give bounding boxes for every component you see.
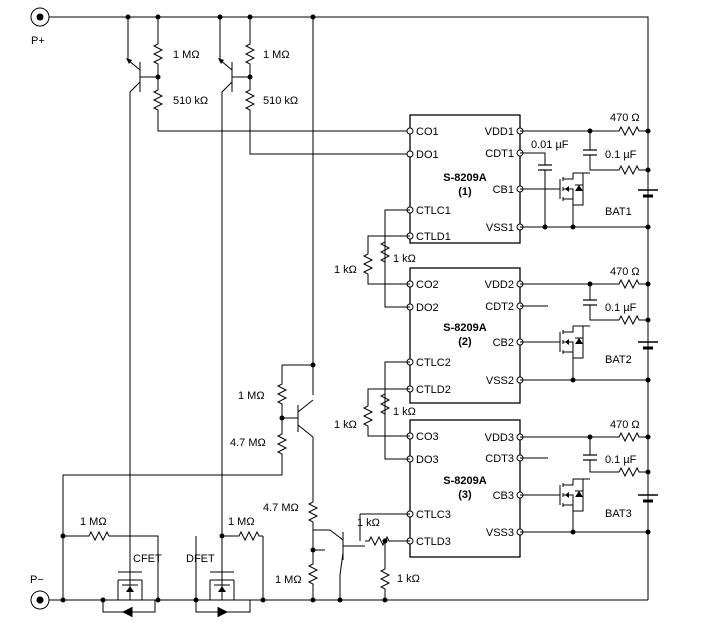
pin-ctld3: CTLD3 <box>416 536 451 548</box>
pnp-transistor-2 <box>218 17 250 600</box>
cap-0-1-2-label: 0.1 µF <box>605 302 637 314</box>
pin-cb2: CB2 <box>493 337 514 349</box>
pnp-transistor-1 <box>126 17 158 600</box>
chip2-index: (2) <box>458 336 472 348</box>
pin-do1: DO1 <box>416 149 439 161</box>
r1m-mid-label: 1 MΩ <box>238 390 265 402</box>
r1k-b-label: 1 kΩ <box>393 253 416 265</box>
pin-vss1: VSS1 <box>486 222 514 234</box>
pin-ctld2: CTLD2 <box>416 384 451 396</box>
r3-label: 1 MΩ <box>263 49 290 61</box>
pin-ctlc1: CTLC1 <box>416 205 451 217</box>
r2-label: 510 kΩ <box>173 95 208 107</box>
chip1-index: (1) <box>458 186 472 198</box>
balance-fet-3 <box>554 478 584 512</box>
pin-vss2: VSS2 <box>486 375 514 387</box>
r1k-f-label: 1 kΩ <box>397 573 420 585</box>
pin-vdd1: VDD1 <box>485 126 514 138</box>
pin-vss3: VSS3 <box>486 527 514 539</box>
ic-chip-3: S-8209A (3) CO3 DO3 CTLC3 CTLD3 VDD3 CDT… <box>406 419 524 558</box>
balance-fet-1 <box>554 172 584 206</box>
pin-ctlc3: CTLC3 <box>416 509 451 521</box>
cfet-label: CFET <box>133 553 162 565</box>
r1k-a-label: 1 kΩ <box>334 264 357 276</box>
pin-vdd2: VDD2 <box>485 279 514 291</box>
dfet-label: DFET <box>186 553 215 565</box>
pin-cb3: CB3 <box>493 490 514 502</box>
r470-1-label: 470 Ω <box>610 112 640 124</box>
r1-label: 1 MΩ <box>173 49 200 61</box>
pin-co3: CO3 <box>416 431 439 443</box>
chip3-index: (3) <box>458 489 472 501</box>
r4-7m-low-label: 4.7 MΩ <box>263 502 299 514</box>
r470-3-label: 470 Ω <box>610 419 640 431</box>
chip2-name: S-8209A <box>443 322 486 334</box>
r1k-e-label: 1 kΩ <box>357 517 380 529</box>
r1m-low-label: 1 MΩ <box>275 574 302 586</box>
balance-fet-2 <box>554 325 584 359</box>
p-plus-label: P+ <box>31 35 45 47</box>
pin-cb1: CB1 <box>493 184 514 196</box>
cap-0-01-label: 0.01 µF <box>531 139 569 151</box>
cap-0-1-1-label: 0.1 µF <box>605 149 637 161</box>
terminal-p-plus: P+ <box>30 7 50 47</box>
ic-chip-2: S-8209A (2) CO2 DO2 CTLC2 CTLD2 VDD2 CDT… <box>406 267 524 404</box>
r4-7m-mid-label: 4.7 MΩ <box>230 437 266 449</box>
r1m-cfet-label: 1 MΩ <box>80 516 107 528</box>
r1k-d-label: 1 kΩ <box>393 406 416 418</box>
top-rail <box>49 16 649 600</box>
bat3-label: BAT3 <box>605 508 632 520</box>
pin-cdt2: CDT2 <box>485 301 514 313</box>
ic-chip-1: S-8209A (1) CO1 DO1 CTLC1 CTLD1 VDD1 CDT… <box>406 114 524 244</box>
pin-ctld1: CTLD1 <box>416 231 451 243</box>
pin-do2: DO2 <box>416 302 439 314</box>
terminal-p-minus: P− <box>30 574 50 610</box>
pin-cdt3: CDT3 <box>485 453 514 465</box>
cap-0-1-3-label: 0.1 µF <box>605 454 637 466</box>
p-minus-label: P− <box>30 574 44 586</box>
r470-2-label: 470 Ω <box>610 266 640 278</box>
bat1-label: BAT1 <box>605 206 632 218</box>
npn-transistor-mid <box>282 399 314 438</box>
pin-do3: DO3 <box>416 454 439 466</box>
dfet-mosfet <box>195 536 251 617</box>
r1m-dfet-label: 1 MΩ <box>228 516 255 528</box>
cfet-mosfet <box>102 536 156 617</box>
r1k-c-label: 1 kΩ <box>334 419 357 431</box>
pin-cdt1: CDT1 <box>485 148 514 160</box>
pin-vdd3: VDD3 <box>485 432 514 444</box>
npn-transistor-low <box>313 529 344 576</box>
chip3-name: S-8209A <box>443 475 486 487</box>
chip1-name: S-8209A <box>443 172 486 184</box>
pin-ctlc2: CTLC2 <box>416 357 451 369</box>
pin-co2: CO2 <box>416 279 439 291</box>
r4-label: 510 kΩ <box>263 95 298 107</box>
bat2-label: BAT2 <box>605 354 632 366</box>
pin-co1: CO1 <box>416 126 439 138</box>
